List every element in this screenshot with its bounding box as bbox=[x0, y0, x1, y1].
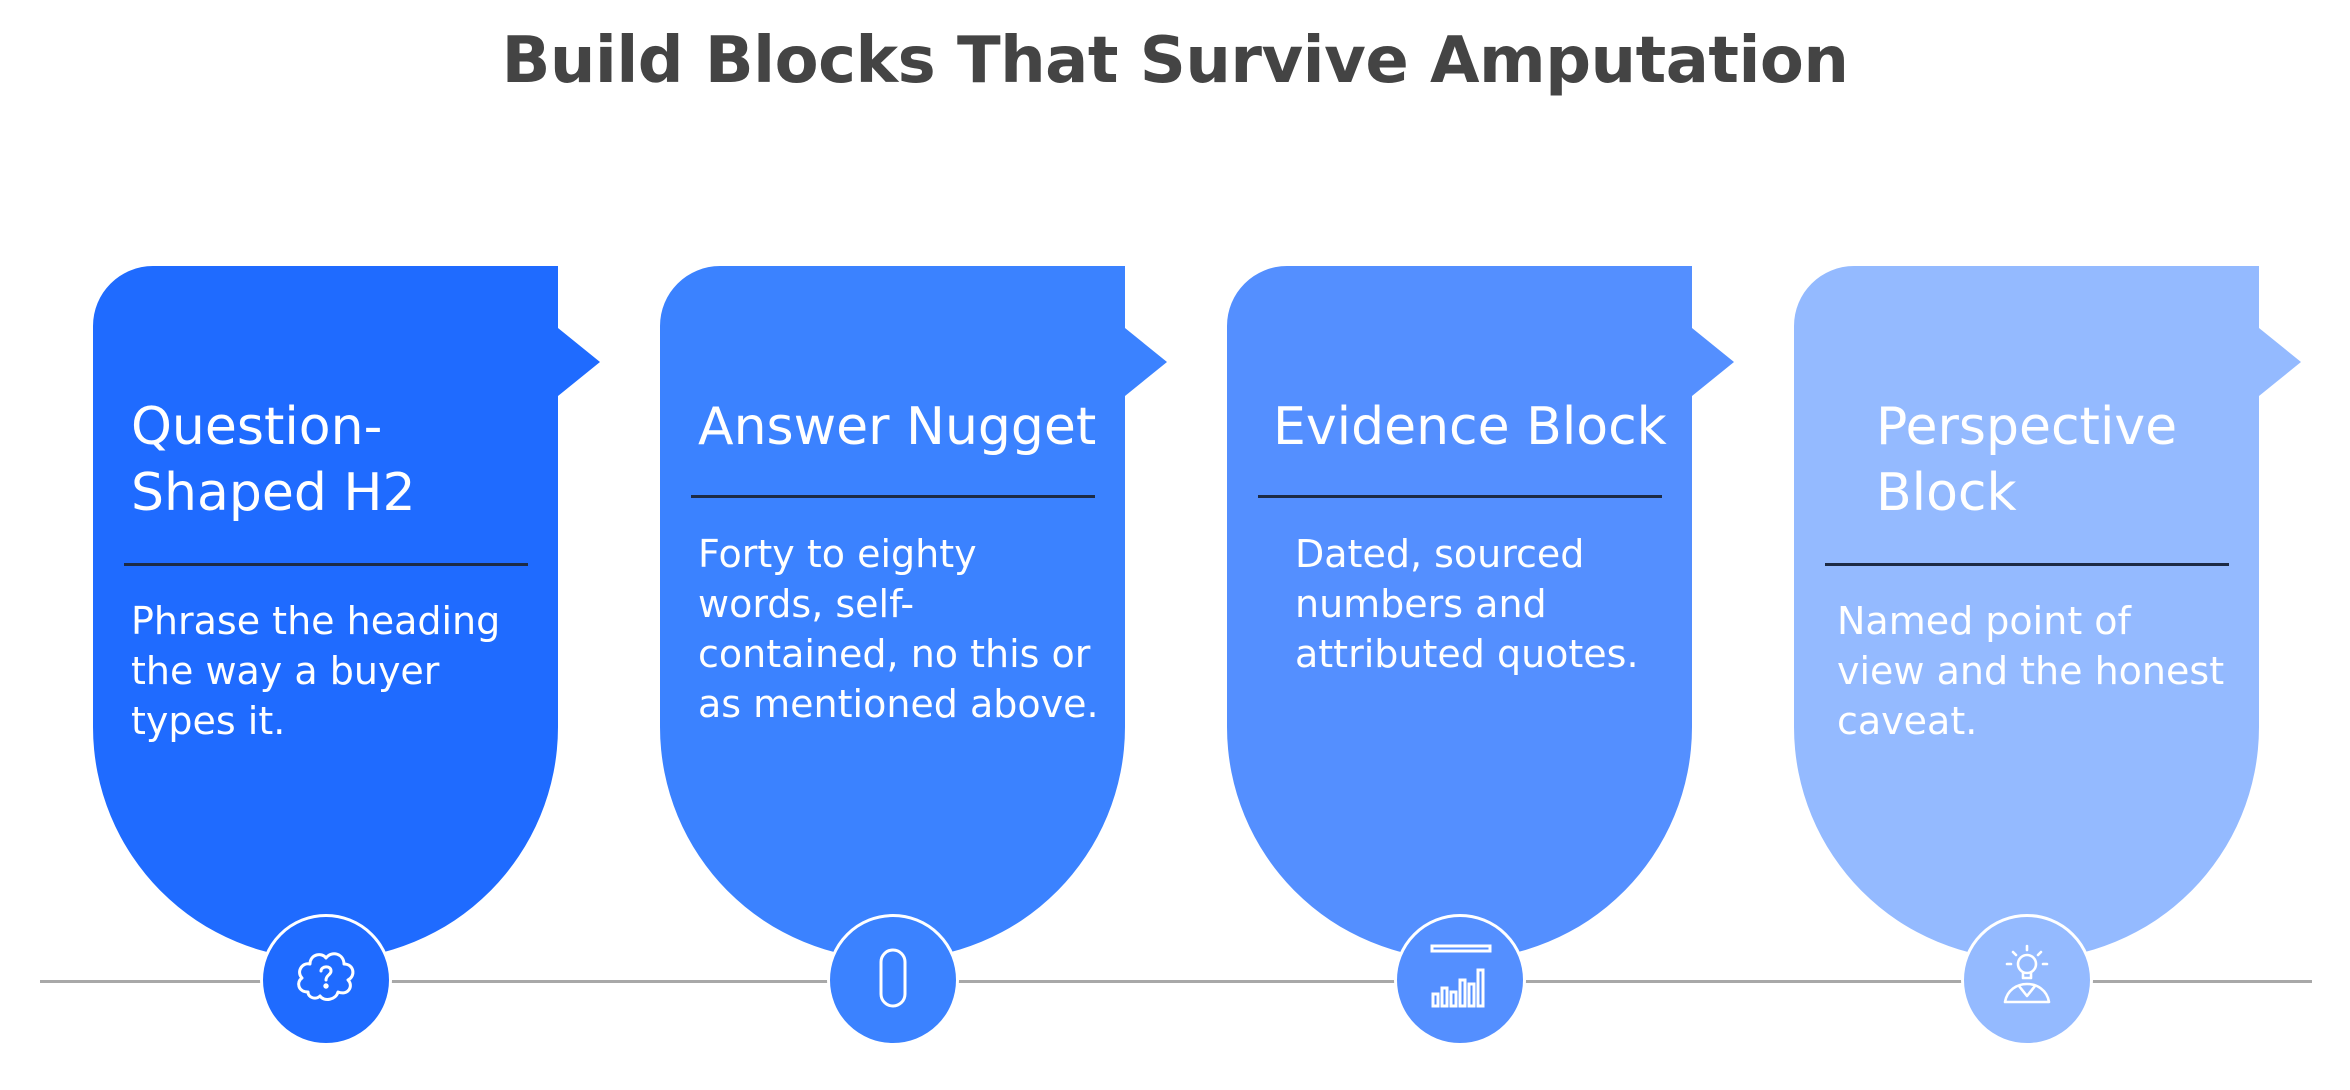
card-divider bbox=[124, 563, 528, 566]
card-divider bbox=[1258, 495, 1662, 498]
card-shape bbox=[1227, 266, 1734, 960]
capsule-icon bbox=[855, 940, 931, 1021]
diagram-title: Build Blocks That Survive Amputation bbox=[501, 24, 1849, 98]
card-icon-badge bbox=[260, 914, 392, 1046]
card-title: Answer Nugget bbox=[698, 397, 1097, 457]
card-title: Evidence Block bbox=[1273, 397, 1667, 457]
card-description: Forty to eighty words, self- contained, … bbox=[698, 532, 1099, 726]
card-description: Dated, sourced numbers and attributed qu… bbox=[1295, 532, 1639, 676]
question-bubble-icon bbox=[288, 940, 364, 1021]
card-icon-badge bbox=[1961, 914, 2093, 1046]
card-shape bbox=[93, 266, 600, 960]
card-divider bbox=[1825, 563, 2229, 566]
bar-chart-icon bbox=[1422, 940, 1498, 1021]
card-icon-badge bbox=[1394, 914, 1526, 1046]
lightbulb-person-icon bbox=[1989, 940, 2065, 1021]
card-question-shaped-h2: Question- Shaped H2 Phrase the heading t… bbox=[93, 266, 600, 1046]
card-title: Perspective Block bbox=[1876, 397, 2178, 523]
card-answer-nugget: Answer Nugget Forty to eighty words, sel… bbox=[660, 266, 1167, 1046]
card-description: Named point of view and the honest cavea… bbox=[1837, 599, 2225, 743]
card-perspective-block: Perspective Block Named point of view an… bbox=[1794, 266, 2301, 1046]
timeline-line bbox=[40, 980, 2312, 983]
card-title: Question- Shaped H2 bbox=[131, 397, 416, 523]
card-shape bbox=[1794, 266, 2301, 960]
card-evidence-block: Evidence Block Dated, sourced numbers an… bbox=[1227, 266, 1734, 1046]
card-shape bbox=[660, 266, 1167, 960]
card-icon-badge bbox=[827, 914, 959, 1046]
card-description: Phrase the heading the way a buyer types… bbox=[131, 599, 501, 743]
card-divider bbox=[691, 495, 1095, 498]
